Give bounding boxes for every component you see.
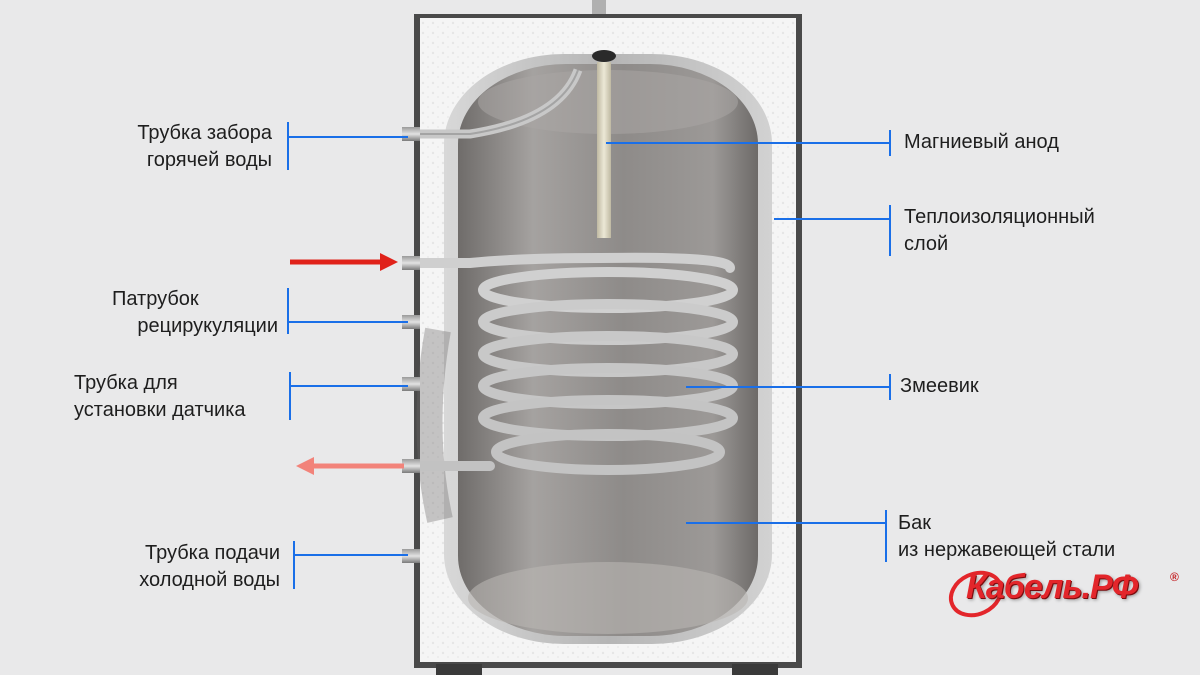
magnesium-anode xyxy=(597,62,611,238)
nozzle-sensor xyxy=(402,377,420,391)
label-sensor-pipe: Трубка для установки датчика xyxy=(74,372,246,421)
nozzle-coil-outlet xyxy=(402,459,420,473)
label-coil: Змеевик xyxy=(900,375,979,397)
foot-right xyxy=(732,664,778,675)
logo-registered-mark: ® xyxy=(1170,570,1179,584)
brand-logo: Кабель.РФ ® xyxy=(944,564,1184,624)
leader-lines xyxy=(287,122,891,589)
label-insulation: Теплоизоляционный слой xyxy=(904,206,1095,255)
tank-interior xyxy=(458,64,758,636)
nozzle-coil-inlet xyxy=(402,256,420,270)
top-pipe xyxy=(592,0,606,16)
label-hot-water-pipe: Трубка забора горячей воды xyxy=(137,122,272,171)
inlet-arrow xyxy=(290,253,398,271)
nozzle-cold-water xyxy=(402,549,420,563)
logo-swoosh-icon xyxy=(948,570,1004,618)
side-nozzles xyxy=(402,127,420,563)
label-recirculation: Патрубок рецирукуляции xyxy=(112,288,278,337)
nozzle-hot-water xyxy=(402,127,420,141)
nozzle-recirculation xyxy=(402,315,420,329)
outlet-arrow xyxy=(296,457,404,475)
label-magnesium-anode: Магниевый анод xyxy=(904,131,1059,153)
logo-text: Кабель.РФ xyxy=(966,568,1138,606)
label-cold-water-pipe: Трубка подачи холодной воды xyxy=(139,542,280,591)
label-tank: Бак из нержавеющей стали xyxy=(898,512,1116,561)
foot-left xyxy=(436,664,482,675)
